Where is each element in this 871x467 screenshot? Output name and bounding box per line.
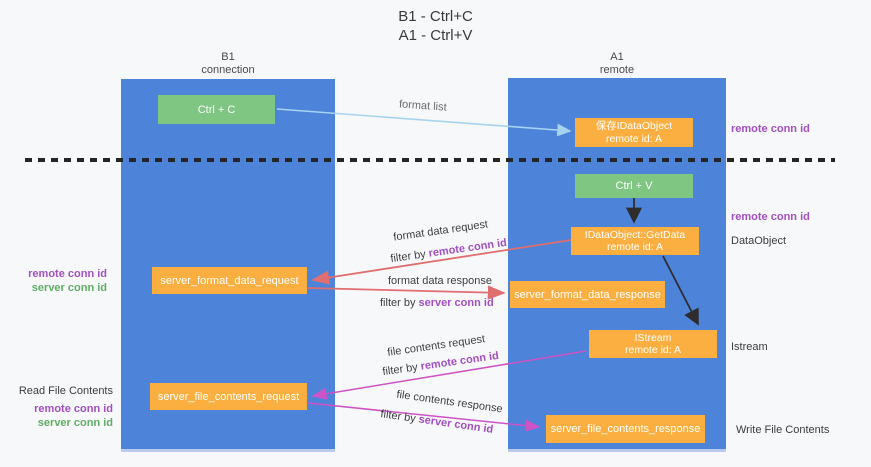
node-getdata-line2: remote id: A: [606, 241, 663, 253]
dashed-separator: [25, 158, 835, 162]
remote-conn-id-text: remote conn id: [419, 349, 500, 373]
node-server-format-data-response-label: server_format_data_response: [514, 288, 661, 301]
filter-by-text: filter by: [381, 361, 419, 379]
left-label-server-conn-id-2: server conn id: [37, 417, 113, 429]
right-label-write-file-contents: Write File Contents: [736, 424, 830, 436]
left-label-remote-conn-id-2: remote conn id: [34, 403, 113, 415]
node-server-file-contents-response-label: server_file_contents_response: [550, 423, 701, 435]
diagram-title: B1 - Ctrl+C A1 - Ctrl+V: [0, 7, 871, 45]
node-server-file-contents-request: server_file_contents_request: [150, 383, 307, 410]
left-label-read-file-contents: Read File Contents: [18, 385, 113, 397]
left-label-server-conn-id-1: server conn id: [31, 282, 107, 294]
arrow-format-data-response: [307, 285, 506, 300]
label-filter-server-2: filter byserver conn id: [380, 408, 494, 436]
node-istream-line1: IStream: [634, 331, 672, 344]
right-column-header: A1 remote: [508, 51, 726, 77]
label-format-data-request: format data request: [392, 218, 489, 244]
right-column-name: A1: [610, 51, 624, 63]
left-column-name: B1: [221, 51, 235, 63]
right-column-subtitle: remote: [599, 64, 635, 76]
right-label-dataobject: DataObject: [731, 235, 787, 247]
node-server-file-contents-response: server_file_contents_response: [546, 415, 705, 443]
filter-by-text: filter by: [380, 297, 416, 309]
left-label-remote-conn-id-1: remote conn id: [28, 268, 107, 280]
left-column-subtitle: connection: [201, 64, 255, 76]
label-file-contents-response: file contents response: [395, 388, 504, 416]
node-save-dataobject: 保存IDataObject remote id: A: [575, 118, 693, 147]
title-line-2: A1 - Ctrl+V: [398, 27, 473, 44]
right-label-istream: Istream: [731, 341, 768, 353]
node-server-format-data-request: server_format_data_request: [152, 267, 307, 294]
server-conn-id-text: server conn id: [417, 413, 494, 436]
title-line-1: B1 - Ctrl+C: [398, 8, 473, 25]
right-label-remote-conn-id-mid: remote conn id: [731, 211, 810, 223]
node-save-dataobject-line2: remote id: A: [605, 132, 662, 145]
left-column-header: B1 connection: [121, 51, 335, 77]
node-server-format-data-response: server_format_data_response: [510, 281, 665, 308]
node-ctrl-v-label: Ctrl + V: [615, 180, 653, 192]
node-server-format-data-request-label: server_format_data_request: [160, 274, 299, 287]
node-ctrl-c-label: Ctrl + C: [197, 103, 236, 116]
filter-by-text: filter by: [379, 408, 417, 425]
node-ctrl-v: Ctrl + V: [575, 174, 693, 198]
node-istream-line2: remote id: A: [624, 344, 682, 356]
node-istream: IStream remote id: A: [589, 330, 717, 358]
right-label-remote-conn-id-top: remote conn id: [731, 123, 810, 135]
label-format-list: format list: [398, 98, 448, 114]
label-format-data-response: format data response: [388, 275, 492, 287]
node-ctrl-c: Ctrl + C: [158, 95, 275, 124]
remote-conn-id-text: remote conn id: [427, 236, 508, 260]
node-getdata-line1: IDataObject::GetData: [584, 228, 686, 241]
node-save-dataobject-line1: 保存IDataObject: [595, 120, 673, 132]
node-server-file-contents-request-label: server_file_contents_request: [157, 390, 300, 403]
server-conn-id-text: server conn id: [418, 297, 494, 309]
node-getdata: IDataObject::GetData remote id: A: [571, 227, 699, 255]
filter-by-text: filter by: [389, 248, 427, 266]
